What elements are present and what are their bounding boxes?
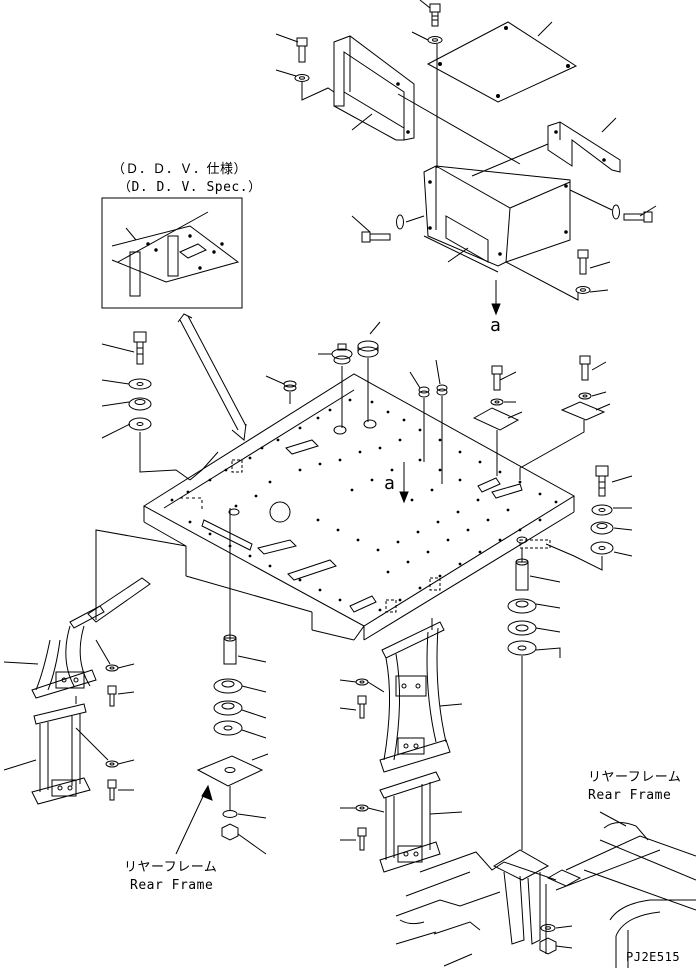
rear-frame-arrow-left — [175, 789, 207, 855]
floor-plate — [143, 373, 575, 641]
bolt-box-bottom — [505, 249, 611, 301]
floor-plate-holes — [170, 398, 558, 612]
bolt-plate-right-b — [519, 355, 611, 480]
center-mount-stack — [196, 508, 269, 855]
rear-frame-left-jp: リヤーフレーム — [124, 860, 218, 875]
grommet-center — [318, 343, 353, 428]
right-hinge-upper — [379, 618, 463, 773]
double-arrow — [177, 313, 247, 441]
inset-title-en: （D. D. V. Spec.） — [118, 180, 262, 195]
bolt-upper-bracket — [275, 33, 335, 101]
plate-leader — [201, 451, 219, 471]
right-hinge-hardware — [339, 678, 385, 851]
plug-cap — [357, 321, 381, 422]
rear-frame-left-en: Rear Frame — [130, 878, 214, 893]
plug-small-right — [435, 359, 448, 396]
figure-code: PJ2E515 — [626, 950, 681, 964]
inset-title-jp: （Ｄ．Ｄ．Ｖ．仕様） — [112, 162, 248, 177]
top-cover-plate — [426, 21, 578, 103]
inset-detail-box — [101, 197, 243, 309]
right-mount-stack — [507, 536, 561, 850]
callout-a-top: a — [490, 315, 502, 336]
bolt-box-right — [569, 189, 657, 223]
box-cover — [423, 165, 571, 273]
rear-frame-hardware — [539, 924, 573, 955]
rear-frame-right-jp: リヤーフレーム — [588, 770, 682, 785]
bolt-top-plate — [411, 0, 443, 44]
right-hinge-lower — [379, 771, 463, 873]
rear-frame-leader-right — [599, 811, 627, 827]
side-bracket-right — [547, 117, 621, 173]
upper-mount-bracket — [333, 35, 415, 141]
rear-frame-lower — [395, 822, 696, 968]
left-bolt-stack — [101, 331, 191, 481]
left-hinge-upper — [3, 529, 187, 699]
left-hinge-lower — [3, 696, 91, 805]
plug-small-left — [265, 375, 297, 404]
cover-leader — [397, 93, 521, 165]
right-bolt-stack — [545, 465, 633, 571]
rear-frame-right-en: Rear Frame — [588, 788, 672, 803]
bolt-plate-right-a — [472, 365, 523, 476]
left-hinge-hardware — [75, 639, 135, 801]
plug-small-mid — [409, 371, 430, 398]
bolt-box-left — [351, 214, 425, 243]
callout-a-center: a — [384, 473, 396, 494]
